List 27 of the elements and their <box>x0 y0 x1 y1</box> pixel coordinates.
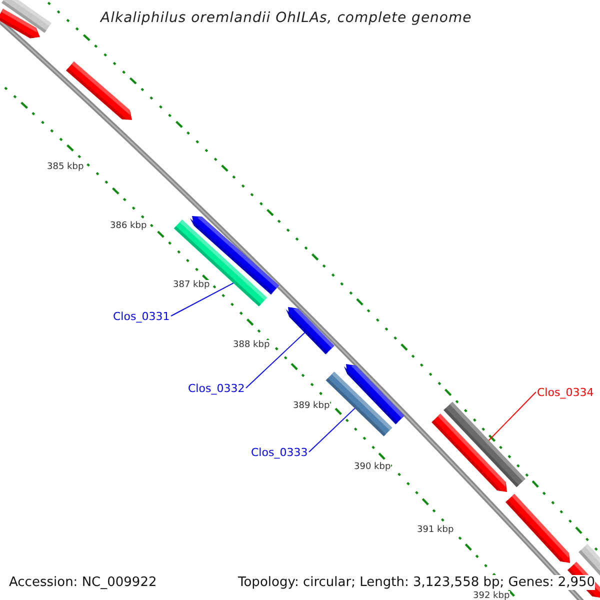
gene-block <box>66 62 132 120</box>
diagram-title: Alkaliphilus oremlandii OhILAs, complete genome <box>100 10 472 26</box>
scale-label: 392 kbp <box>473 591 510 600</box>
leader-line <box>246 332 306 388</box>
footer-text: Accession: NC_009922 <box>9 574 157 590</box>
gene-block <box>344 364 404 424</box>
gene-label: Clos_0333 <box>251 446 308 458</box>
scale-label: 385 kbp <box>47 162 84 172</box>
gene-label: Clos_0332 <box>188 382 245 394</box>
scale-label: 386 kbp <box>110 221 147 231</box>
scale-label: 389 kbp <box>293 401 330 411</box>
scale-label: 388 kbp <box>233 340 270 350</box>
footer-text: Topology: circular; Length: 3,123,558 bp; Genes: 2,950 <box>238 574 596 590</box>
gene-block <box>190 216 279 294</box>
scale-label: 391 kbp <box>417 525 454 535</box>
gene-label: Clos_0331 <box>113 310 170 322</box>
scale-label: 387 kbp <box>173 280 210 290</box>
leader-line <box>170 282 234 316</box>
gene-block <box>444 402 526 488</box>
scale-label: 390 kbp <box>354 462 391 472</box>
leader-line <box>488 392 536 441</box>
gene-block <box>286 307 334 354</box>
gene-label: Clos_0334 <box>537 386 594 398</box>
gene-block <box>578 544 600 576</box>
leader-line <box>308 408 356 452</box>
gene-block <box>0 8 40 38</box>
gene-block <box>506 494 570 563</box>
